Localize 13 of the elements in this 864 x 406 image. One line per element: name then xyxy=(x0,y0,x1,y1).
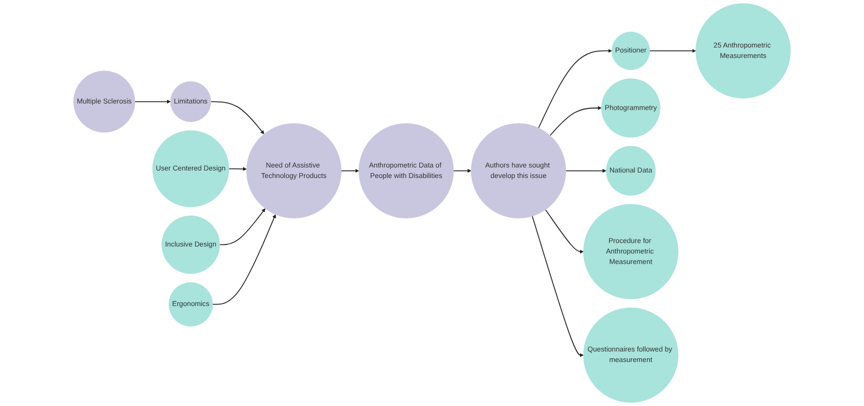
arrow xyxy=(340,168,360,173)
arrow xyxy=(453,168,472,173)
arrow xyxy=(565,168,606,173)
arrow xyxy=(134,100,171,104)
arrow xyxy=(550,106,602,136)
arrow xyxy=(219,208,266,246)
arrow xyxy=(538,48,612,128)
arrow xyxy=(210,101,264,134)
arrow xyxy=(545,209,584,254)
arrow xyxy=(212,214,276,305)
arrow xyxy=(649,48,696,53)
arrow xyxy=(228,167,247,171)
arrow xyxy=(532,216,584,358)
